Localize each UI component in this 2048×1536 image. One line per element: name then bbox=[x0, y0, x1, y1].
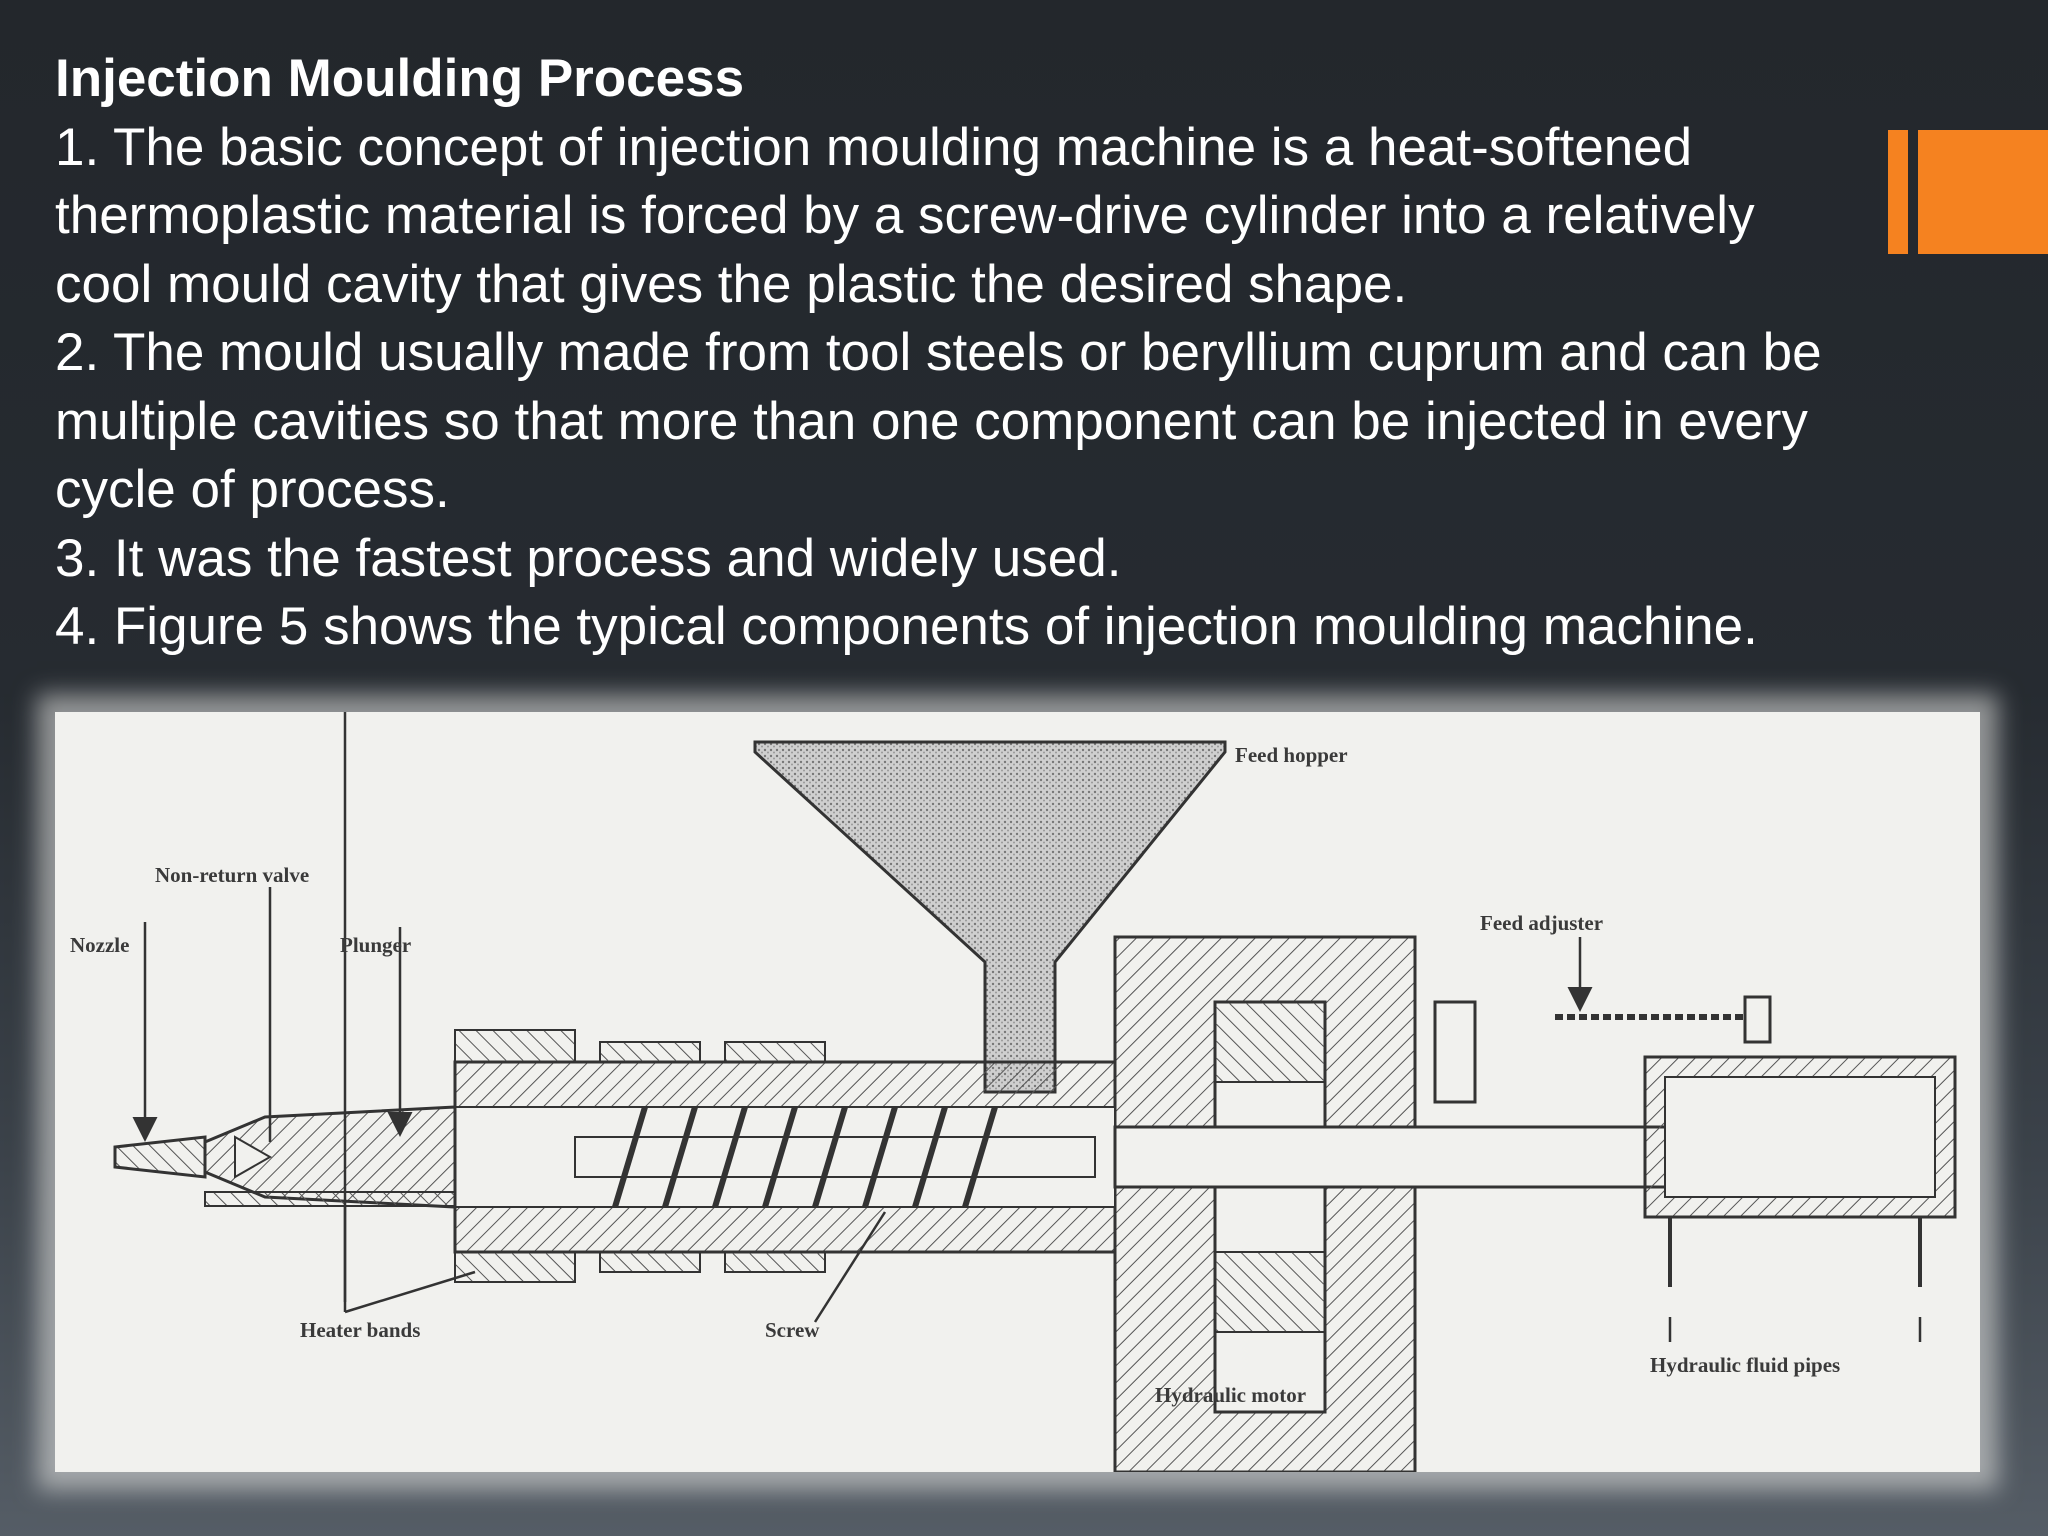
machine-diagram: Feed hopper Non-return valve Nozzle Plun… bbox=[55, 712, 1980, 1472]
label-screw: Screw bbox=[765, 1318, 820, 1342]
machine-diagram-svg: Feed hopper Non-return valve Nozzle Plun… bbox=[70, 712, 1957, 1472]
slide-text: Injection Moulding Process 1. The basic … bbox=[55, 45, 1955, 662]
label-plunger: Plunger bbox=[340, 933, 411, 957]
label-non-return-valve: Non-return valve bbox=[155, 863, 309, 887]
heater-band-1 bbox=[454, 1029, 576, 1063]
heater-band-6 bbox=[724, 1251, 826, 1273]
label-hydraulic-motor: Hydraulic motor bbox=[1155, 1383, 1306, 1407]
label-feed-adjuster: Feed adjuster bbox=[1480, 911, 1603, 935]
text-line-8: 4. Figure 5 shows the typical components… bbox=[55, 597, 1758, 656]
label-heater-bands: Heater bands bbox=[300, 1318, 420, 1342]
screw-flights bbox=[612, 1106, 998, 1208]
text-line-2: thermoplastic material is forced by a sc… bbox=[55, 186, 1755, 245]
text-line-1: 1. The basic concept of injection mouldi… bbox=[55, 117, 1693, 177]
label-nozzle: Nozzle bbox=[70, 933, 129, 957]
accent-bar-block bbox=[1918, 130, 2048, 254]
text-line-7: 3. It was the fastest process and widely… bbox=[55, 528, 1122, 588]
text-line-4: 2. The mould usually made from tool stee… bbox=[55, 323, 1822, 382]
label-hydraulic-fluid-pipes: Hydraulic fluid pipes bbox=[1650, 1353, 1840, 1377]
text-line-3: cool mould cavity that gives the plastic… bbox=[55, 254, 1408, 314]
text-line-5: multiple cavities so that more than one … bbox=[55, 391, 1808, 451]
label-feed-hopper: Feed hopper bbox=[1235, 743, 1348, 767]
drive-shaft bbox=[1113, 1125, 1677, 1189]
accent-bar-thin bbox=[1888, 130, 1908, 254]
heater-band-2 bbox=[599, 1041, 701, 1063]
heater-band-3 bbox=[724, 1041, 826, 1063]
heater-band-5 bbox=[599, 1251, 701, 1273]
heater-band-4 bbox=[454, 1251, 576, 1283]
text-line-6: cycle of process. bbox=[55, 460, 450, 519]
slide-title: Injection Moulding Process bbox=[55, 49, 745, 108]
